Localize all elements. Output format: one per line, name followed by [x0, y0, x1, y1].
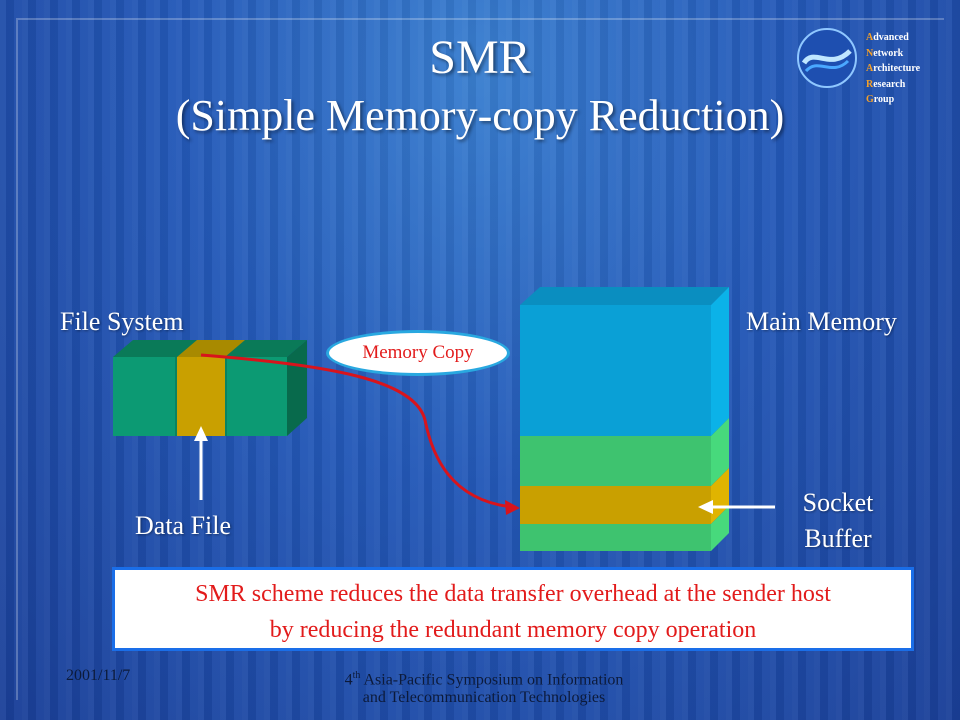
- file-system-label: File System: [60, 307, 184, 336]
- anarg-logo-icon: [797, 28, 857, 88]
- footer-conference: 4th Asia-Pacific Symposium on Informatio…: [344, 670, 624, 707]
- main-memory-block: [520, 287, 729, 551]
- slide-title: SMR: [429, 31, 531, 84]
- data-file-label: Data File: [135, 511, 232, 540]
- socket-buffer-label: Socket Buffer: [802, 488, 874, 553]
- data-file-segment: [177, 340, 245, 436]
- memory-copy-arrow: [200, 353, 520, 515]
- slide-subtitle: (Simple Memory-copy Reduction): [175, 91, 785, 140]
- main-memory-label: Main Memory: [746, 307, 897, 336]
- data-file-arrow: [194, 426, 208, 500]
- organization-name: Advanced Network Architecture Research G…: [866, 32, 921, 105]
- socket-buffer-arrow: [698, 500, 775, 514]
- socket-buffer-segment: [520, 486, 711, 524]
- memory-copy-bubble: Memory Copy: [326, 330, 510, 376]
- footer-date: 2001/11/7: [66, 667, 131, 684]
- summary-note: SMR scheme reduces the data transfer ove…: [112, 567, 914, 651]
- slide-frame: [16, 18, 944, 700]
